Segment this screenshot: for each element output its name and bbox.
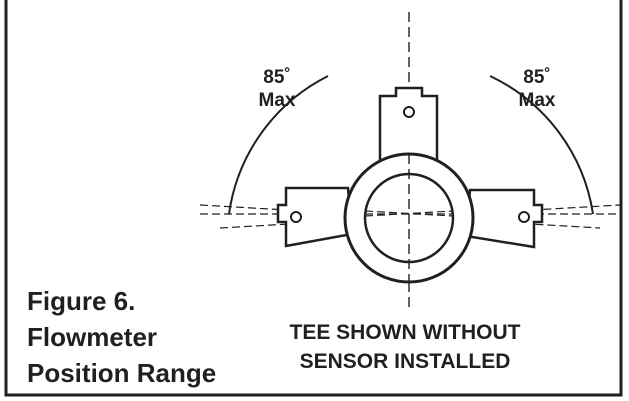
position-range-arc [228, 75, 329, 215]
figure-border [4, 0, 623, 397]
right-arm-hole [518, 211, 530, 223]
right-angle-label: 85˚ Max [512, 68, 562, 110]
caption-line-1: Figure 6. [27, 286, 136, 316]
right-angle-max: Max [518, 90, 556, 111]
left-arm-hole [290, 211, 302, 223]
left-angle-label: 85˚ Max [252, 68, 302, 110]
limit-line-left [199, 204, 601, 229]
left-angle-max: Max [258, 90, 296, 111]
right-angle-value: 85˚ [523, 67, 551, 88]
limit-line-left-inner [364, 210, 454, 217]
note-line-2: SENSOR INSTALLED [299, 350, 511, 373]
limit-line-right-inner [364, 210, 454, 217]
caption-line-2: Flowmeter [27, 322, 158, 352]
caption-line-3: Position Range [27, 358, 217, 388]
top-stem [378, 86, 439, 165]
left-arm [276, 186, 354, 248]
right-arm [464, 188, 544, 249]
top-stem-hole [403, 106, 415, 118]
position-range-arc [489, 75, 594, 215]
tee-note: TEE SHOWN WITHOUT SENSOR INSTALLED [268, 322, 542, 372]
left-angle-value: 85˚ [263, 67, 291, 88]
figure-caption: Figure 6. Flowmeter Position Range [27, 288, 216, 386]
note-line-1: TEE SHOWN WITHOUT [289, 321, 521, 344]
